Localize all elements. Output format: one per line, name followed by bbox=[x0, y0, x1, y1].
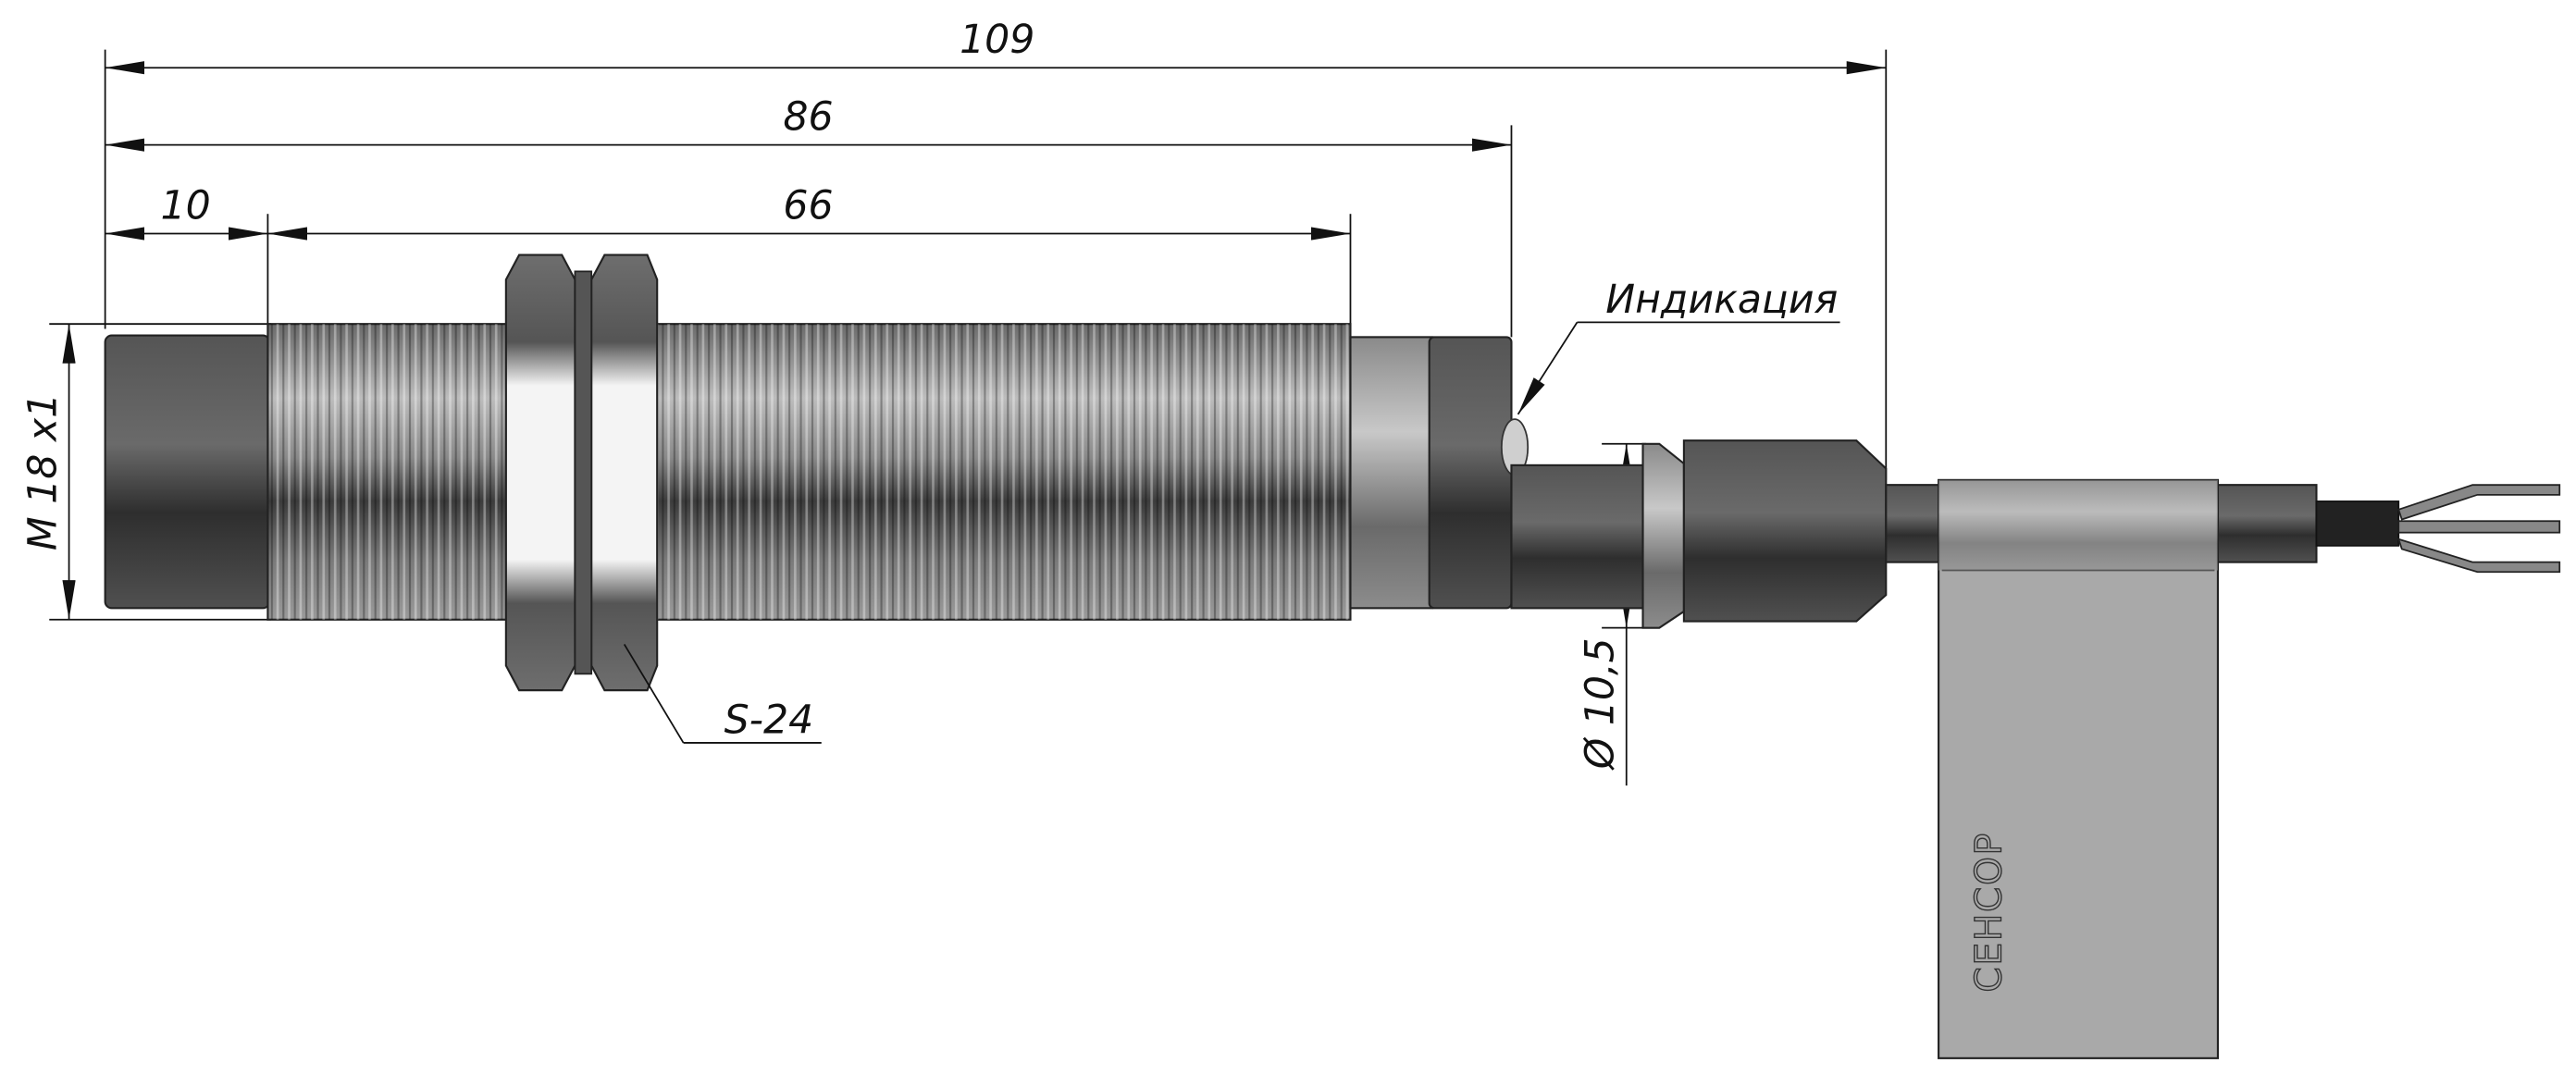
dim-66-label: 66 bbox=[783, 183, 833, 229]
indicator-callout: Индикация bbox=[1517, 277, 1840, 415]
dim-109-label: 109 bbox=[960, 17, 1034, 63]
dimension-109: 109 bbox=[105, 17, 1887, 75]
toothed-washer bbox=[574, 270, 593, 675]
sensor-body: СЕНСОР bbox=[104, 253, 2561, 1059]
extension-lines bbox=[49, 49, 1888, 629]
rear-cap bbox=[1428, 336, 1513, 610]
dimension-10: 10 bbox=[105, 183, 268, 241]
dim-86-label: 86 bbox=[783, 94, 833, 141]
cable-jacket-inner bbox=[2315, 500, 2400, 547]
wires bbox=[2396, 484, 2561, 574]
rear-housing bbox=[1349, 336, 1434, 610]
brand-label: СЕНСОР bbox=[1969, 832, 2011, 992]
dimension-thread: M 18 x1 bbox=[19, 324, 76, 620]
dim-10-label: 10 bbox=[161, 183, 211, 229]
indicator-label: Индикация bbox=[1605, 277, 1838, 323]
thread-spec-label: M 18 x1 bbox=[19, 393, 66, 550]
nut-size-label: S-24 bbox=[724, 697, 814, 743]
lock-nut-left bbox=[504, 253, 576, 692]
front-cap bbox=[104, 334, 271, 610]
gland-nut bbox=[1682, 439, 1888, 623]
dimension-66: 66 bbox=[267, 183, 1351, 241]
cable-diameter-label: Ø 10,5 bbox=[1578, 637, 1624, 771]
cable-gland-stem bbox=[1510, 463, 1648, 610]
gland-flange bbox=[1641, 442, 1685, 629]
nut-callout: S-24 bbox=[623, 643, 822, 744]
lock-nut-right bbox=[590, 253, 659, 692]
label-tag bbox=[1938, 478, 2220, 1059]
dimension-86: 86 bbox=[105, 94, 1512, 152]
